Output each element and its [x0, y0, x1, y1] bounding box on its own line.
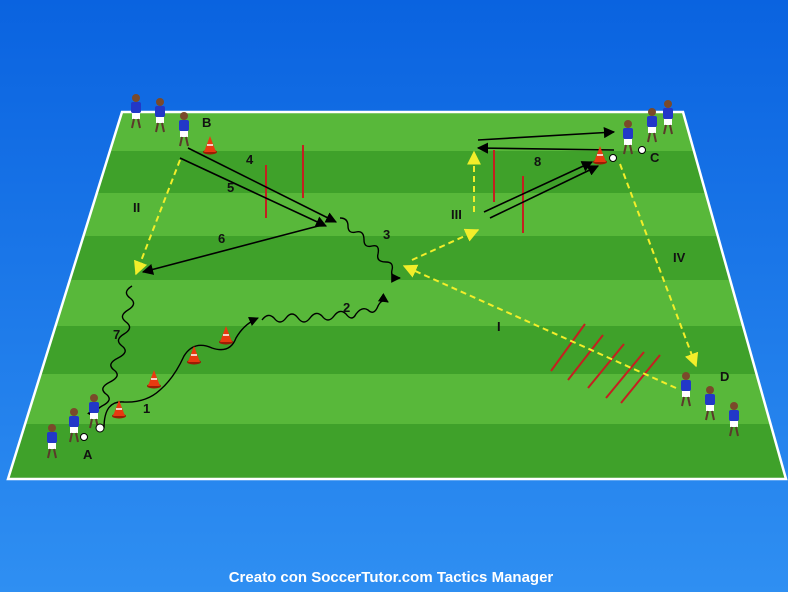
step-label-6: 6 — [218, 231, 225, 246]
ladder-rung — [567, 334, 604, 381]
return-arrow-bottom — [476, 142, 615, 154]
step-label-5: 5 — [227, 180, 234, 195]
step-label-1: 1 — [143, 401, 150, 416]
alt-label-III: III — [451, 207, 462, 222]
cone — [147, 370, 161, 389]
footer-credit: Creato con SoccerTutor.com Tactics Manag… — [229, 569, 554, 586]
player — [623, 120, 633, 155]
alt-label-II: II — [133, 200, 140, 215]
ball — [638, 146, 646, 154]
step-label-2: 2 — [343, 300, 350, 315]
step-label-8: 8 — [534, 154, 541, 169]
players — [47, 94, 739, 459]
player — [681, 372, 691, 407]
pass-arrow-8 — [483, 161, 594, 213]
cone — [219, 326, 233, 345]
dribble-runs — [87, 217, 401, 429]
ladder-rung — [587, 343, 625, 389]
player — [647, 108, 657, 143]
alt-pass-towards-III — [411, 228, 480, 261]
player — [155, 98, 165, 133]
player — [179, 112, 189, 147]
ladder-rung — [550, 323, 586, 372]
player — [131, 94, 141, 129]
dribble-run-3 — [339, 217, 401, 283]
alt-passes — [134, 150, 699, 389]
pass-arrow-6 — [141, 224, 323, 275]
ladder-rung — [620, 354, 661, 404]
pass-arrow-4 — [187, 147, 338, 223]
player — [69, 408, 79, 443]
dribble-run-2 — [261, 293, 389, 323]
balls — [80, 146, 646, 441]
return-arrow-top — [477, 127, 616, 141]
poles — [265, 145, 524, 233]
station-label-d: D — [720, 369, 729, 384]
pass-arrow-8b — [489, 165, 600, 219]
pitch-boundary — [6, 110, 788, 481]
ladder-rung — [605, 351, 645, 399]
player — [663, 100, 673, 135]
alt-pass-II — [134, 159, 181, 276]
cone — [187, 346, 201, 365]
cone — [112, 400, 126, 419]
alt-label-IV: IV — [673, 250, 686, 265]
player — [729, 402, 739, 437]
step-label-7: 7 — [113, 327, 120, 342]
cones — [112, 136, 607, 419]
ball — [95, 423, 105, 433]
dribble-run-7 — [87, 285, 135, 419]
step-label-3: 3 — [383, 227, 390, 242]
player — [47, 424, 57, 459]
cone — [203, 136, 217, 155]
pass-arrow-5 — [179, 157, 328, 227]
pass-arrows — [141, 127, 616, 275]
step-label-4: 4 — [246, 152, 254, 167]
alt-pass-IV — [619, 163, 699, 368]
ball — [609, 154, 617, 162]
cone — [593, 146, 607, 165]
ball — [80, 433, 88, 441]
speed-ladder — [550, 323, 661, 404]
alt-label-I: I — [497, 319, 501, 334]
station-label-c: C — [650, 150, 660, 165]
station-label-a: A — [83, 447, 93, 462]
dribble-run-1 — [103, 316, 259, 429]
player — [705, 386, 715, 421]
station-label-b: B — [202, 115, 211, 130]
pitch — [6, 110, 788, 481]
